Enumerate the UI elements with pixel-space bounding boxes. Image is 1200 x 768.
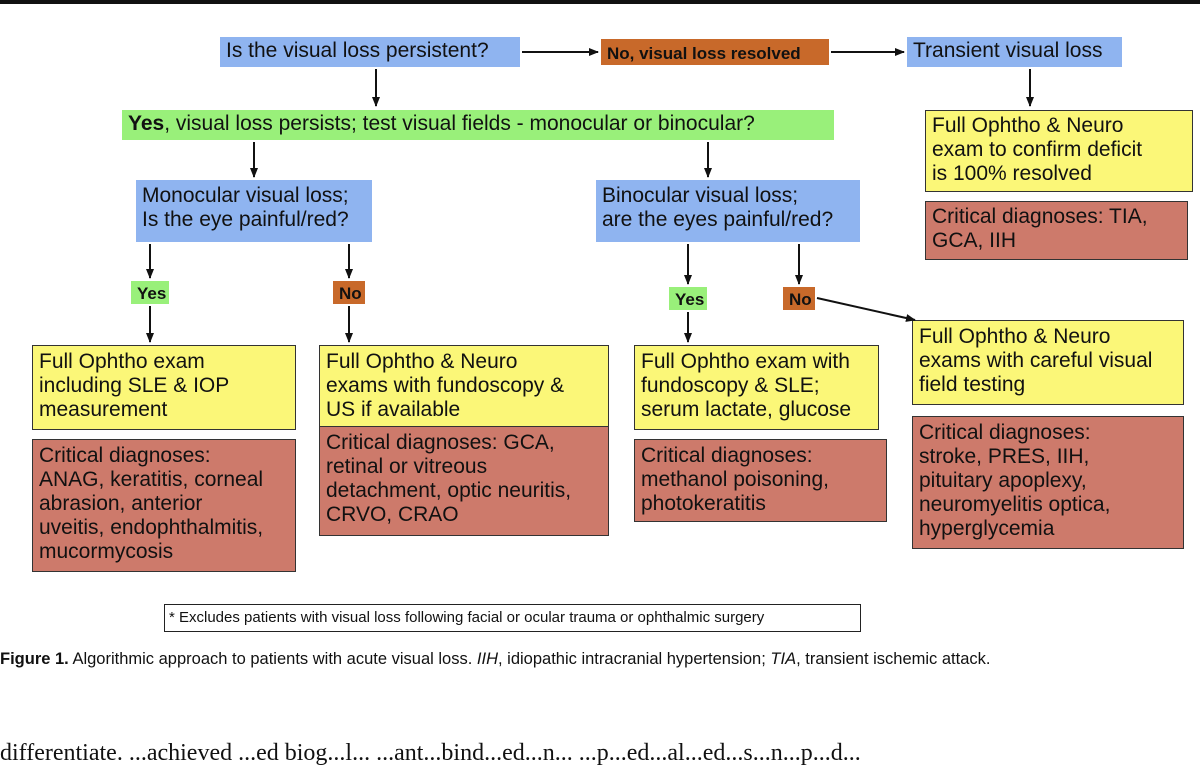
mono-no-dx-line: Critical diagnoses: GCA, — [326, 431, 555, 454]
mono-yes-dx-line: ANAG, keratitis, corneal — [39, 468, 264, 491]
yes-persists-box: Yes, visual loss persists; test visual f… — [122, 110, 834, 140]
mono-no-dx-line: detachment, optic neuritis, — [326, 479, 572, 502]
bino-yes-label: Yes — [675, 290, 705, 309]
no-resolved-text: No, visual loss resolved — [607, 44, 801, 63]
bino-no-exam-line: field testing — [919, 373, 1026, 396]
bino-yes-dx-line: Critical diagnoses: — [641, 444, 813, 467]
bino-no-dx-line: Critical diagnoses: — [919, 421, 1091, 444]
mono-no-dx-line: CRVO, CRAO — [326, 503, 459, 526]
yes-persists-text: , visual loss persists; test visual fiel… — [164, 112, 755, 135]
bino-yes-diagnoses-box: Critical diagnoses: methanol poisoning, … — [634, 439, 887, 522]
binocular-question-line: are the eyes painful/red? — [602, 208, 834, 231]
monocular-question-line: Is the eye painful/red? — [142, 208, 349, 231]
bino-no-dx-line: pituitary apoplexy, — [919, 469, 1087, 492]
exclusion-footnote: * Excludes patients with visual loss fol… — [164, 604, 861, 632]
binocular-question-box: Binocular visual loss; are the eyes pain… — [596, 180, 860, 242]
arrow-bino-no-to-exam — [816, 297, 916, 322]
mono-yes-dx-line: uveitis, endophthalmitis, — [39, 516, 264, 539]
mono-yes-exam-line: measurement — [39, 398, 168, 421]
mono-no-exam-line: Full Ophtho & Neuro — [326, 350, 518, 373]
mono-yes-exam-line: Full Ophtho exam — [39, 350, 205, 373]
bino-yes-tag: Yes — [669, 287, 707, 310]
bino-no-tag: No — [783, 287, 815, 310]
bino-yes-exam-box: Full Ophtho exam with fundoscopy & SLE; … — [634, 345, 879, 430]
bino-no-label: No — [789, 290, 812, 309]
transient-diagnoses-box: Critical diagnoses: TIA, GCA, IIH — [925, 201, 1188, 260]
bino-no-dx-line: neuromyelitis optica, — [919, 493, 1111, 516]
mono-no-exam-line: US if available — [326, 398, 461, 421]
monocular-question-box: Monocular visual loss; Is the eye painfu… — [136, 180, 372, 242]
mono-yes-tag: Yes — [131, 281, 169, 304]
exclusion-footnote-text: * Excludes patients with visual loss fol… — [169, 609, 765, 626]
mono-no-exam-line: exams with fundoscopy & — [326, 374, 565, 397]
bino-no-exam-box: Full Ophtho & Neuro exams with careful v… — [912, 320, 1184, 405]
mono-yes-exam-line: including SLE & IOP — [39, 374, 230, 397]
bino-no-exam-line: Full Ophtho & Neuro — [919, 325, 1111, 348]
bino-no-diagnoses-box: Critical diagnoses: stroke, PRES, IIH, p… — [912, 416, 1184, 549]
mono-yes-dx-line: abrasion, anterior — [39, 492, 203, 515]
binocular-question-line: Binocular visual loss; — [602, 184, 799, 207]
transient-exam-box: Full Ophtho & Neuro exam to confirm defi… — [925, 110, 1193, 192]
bino-yes-dx-line: photokeratitis — [641, 492, 766, 515]
bino-yes-exam-line: serum lactate, glucose — [641, 398, 852, 421]
mono-no-diagnoses-box: Critical diagnoses: GCA, retinal or vitr… — [319, 426, 609, 536]
mono-no-dx-line: retinal or vitreous — [326, 455, 488, 478]
mono-no-tag: No — [333, 281, 365, 304]
caption-text: , transient ischemic attack. — [796, 650, 991, 668]
monocular-question-line: Monocular visual loss; — [142, 184, 349, 207]
caption-abbr-iih: IIH — [476, 650, 498, 668]
figure-caption: Figure 1. Algorithmic approach to patien… — [0, 648, 1200, 671]
caption-text: , idiopathic intracranial hypertension; — [498, 650, 771, 668]
bino-yes-exam-line: fundoscopy & SLE; — [641, 374, 820, 397]
bino-yes-exam-line: Full Ophtho exam with — [641, 350, 850, 373]
mono-yes-exam-box: Full Ophtho exam including SLE & IOP mea… — [32, 345, 296, 430]
caption-abbr-tia: TIA — [770, 650, 797, 668]
transient-exam-line: Full Ophtho & Neuro — [932, 114, 1124, 137]
body-text-line: differentiate. ...achieved ...ed biog...… — [0, 740, 861, 766]
caption-text: Algorithmic approach to patients with ac… — [68, 650, 477, 668]
transient-exam-line: is 100% resolved — [932, 162, 1092, 185]
mono-yes-dx-line: Critical diagnoses: — [39, 444, 211, 467]
yes-persists-bold: Yes — [128, 112, 165, 135]
persistent-question-box: Is the visual loss persistent? — [220, 37, 520, 67]
flowchart-arrows — [146, 48, 1034, 343]
mono-yes-dx-line: mucormycosis — [39, 540, 174, 563]
transient-loss-text: Transient visual loss — [913, 39, 1103, 62]
transient-exam-line: exam to confirm deficit — [932, 138, 1143, 161]
no-resolved-box: No, visual loss resolved — [601, 39, 829, 65]
persistent-question-text: Is the visual loss persistent? — [226, 39, 489, 62]
bino-no-dx-line: stroke, PRES, IIH, — [919, 445, 1090, 468]
body-text-fragment: differentiate. ...achieved ...ed biog...… — [0, 738, 1200, 768]
figure-label: Figure 1. — [0, 650, 69, 668]
mono-no-label: No — [339, 284, 362, 303]
transient-dx-line: Critical diagnoses: TIA, — [932, 205, 1148, 228]
transient-loss-box: Transient visual loss — [907, 37, 1122, 67]
top-rule — [0, 0, 1200, 4]
bino-no-exam-line: exams with careful visual — [919, 349, 1153, 372]
mono-yes-diagnoses-box: Critical diagnoses: ANAG, keratitis, cor… — [32, 439, 296, 572]
transient-dx-line: GCA, IIH — [932, 229, 1017, 252]
bino-no-dx-line: hyperglycemia — [919, 517, 1055, 540]
bino-yes-dx-line: methanol poisoning, — [641, 468, 829, 491]
mono-yes-label: Yes — [137, 284, 167, 303]
